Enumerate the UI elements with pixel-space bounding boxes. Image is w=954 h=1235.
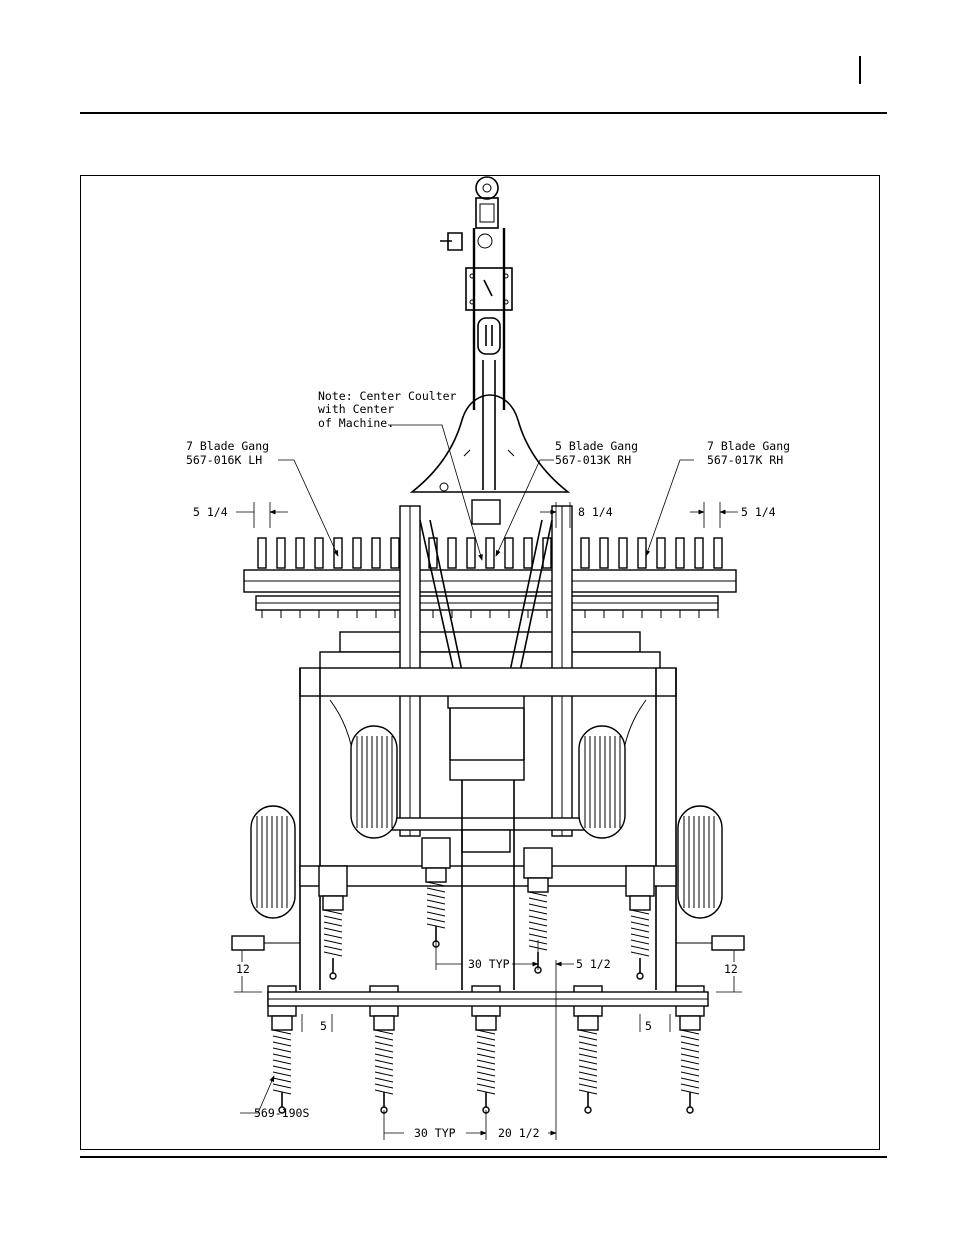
dim-upper-center-offset: 5 1/2 xyxy=(576,957,611,971)
gang-rh-label-1: 7 Blade Gang xyxy=(707,439,790,453)
dim-center-gang-offset: 8 1/4 xyxy=(578,505,613,519)
gang-center-label-1: 5 Blade Gang xyxy=(555,439,638,453)
gang-rh-label-2: 567-017K RH xyxy=(707,453,783,467)
note-line-3: of Machine. xyxy=(318,416,394,430)
dim-right-row-offset: 5 xyxy=(645,1019,652,1033)
gang-lh-label-2: 567-016K LH xyxy=(186,453,262,467)
gang-center-label-2: 567-013K RH xyxy=(555,453,631,467)
dim-left-wheel-rear: 12 xyxy=(236,962,250,976)
hitch-tongue xyxy=(440,177,512,490)
note-line-2: with Center xyxy=(318,402,394,416)
coulter-gangs xyxy=(244,538,736,670)
gang-lh-label-1: 7 Blade Gang xyxy=(186,439,269,453)
part-number-label: 569-190S xyxy=(254,1106,309,1120)
rear-toolbar xyxy=(232,936,744,1006)
dim-lower-center-offset: 20 1/2 xyxy=(498,1126,540,1140)
note-line-1: Note: Center Coulter xyxy=(318,389,457,403)
dim-lower-row-spacing: 30 TYP xyxy=(414,1126,456,1140)
dim-left-row-offset: 5 xyxy=(320,1019,327,1033)
dim-upper-row-spacing: 30 TYP xyxy=(468,957,510,971)
dim-right-wheel-rear: 12 xyxy=(724,962,738,976)
dim-left-gang-offset: 5 1/4 xyxy=(193,505,228,519)
dim-right-gang-offset: 5 1/4 xyxy=(741,505,776,519)
center-shield xyxy=(412,395,568,492)
